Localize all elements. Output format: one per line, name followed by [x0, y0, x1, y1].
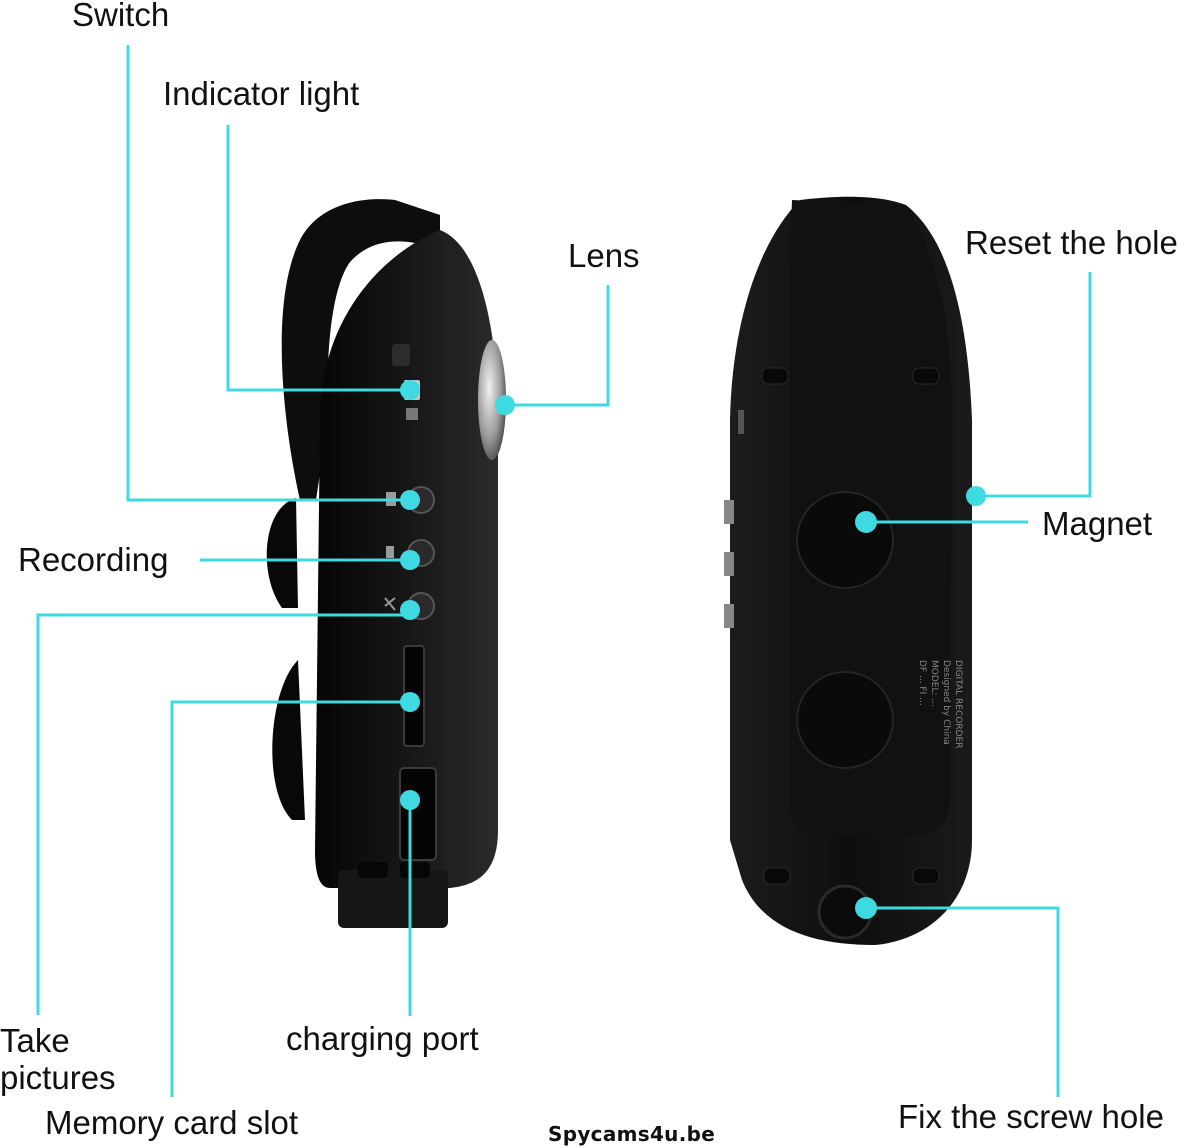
device-print-line-1: DIGITAL RECORDER — [953, 660, 963, 748]
picture-glyph — [384, 597, 396, 611]
indicator-slot — [406, 408, 418, 420]
screw-bottom-left — [763, 867, 791, 885]
label-magnet: Magnet — [1042, 505, 1153, 542]
label-memory-card-slot: Memory card slot — [45, 1104, 299, 1141]
callout-dot-memory-card — [400, 692, 420, 712]
watermark: Spycams4u.be — [548, 1122, 716, 1146]
label-recording: Recording — [18, 541, 169, 578]
callout-line-memory-card — [170, 700, 410, 1097]
label-take-pictures: Take pictures — [0, 1022, 116, 1096]
side-mark-4 — [724, 604, 734, 628]
device-print-line-4: DF ... FI ... — [917, 660, 927, 706]
side-mark-3 — [724, 552, 734, 576]
screw-top-right — [912, 367, 940, 385]
device-print-line-3: MODEL: ... — [929, 660, 939, 707]
callout-line-screw — [866, 906, 1060, 1097]
lens-housing — [478, 340, 506, 460]
vent-left — [358, 862, 388, 878]
device-base — [338, 870, 448, 928]
callout-dot-indicator — [400, 380, 420, 400]
label-lens: Lens — [568, 237, 640, 274]
label-switch: Switch — [72, 0, 170, 33]
recording-glyph — [386, 546, 394, 558]
callout-line-indicator — [226, 125, 410, 392]
magnet-upper — [796, 491, 894, 589]
device-print: DIGITAL RECORDER Designed by China MODEL… — [917, 660, 963, 748]
callout-dot-recording — [400, 550, 420, 570]
callout-dot-magnet — [855, 511, 877, 533]
callout-lines — [36, 45, 1092, 1097]
label-indicator-light: Indicator light — [163, 75, 360, 112]
callout-dot-reset — [966, 486, 986, 506]
callout-line-lens — [505, 285, 610, 407]
charging-port-shape — [399, 767, 437, 861]
label-reset-the-hole: Reset the hole — [965, 224, 1178, 261]
side-view-device — [266, 199, 506, 928]
vent-right — [400, 862, 430, 878]
callout-dot-lens — [495, 395, 515, 415]
callout-dot-take-pictures — [400, 600, 420, 620]
device-print-line-2: Designed by China — [941, 660, 951, 745]
side-bump-upper — [266, 498, 298, 608]
callout-dot-switch — [400, 490, 420, 510]
side-mark-2 — [724, 500, 734, 524]
callout-dot-charging-port — [400, 790, 420, 810]
magnet-lower — [796, 671, 894, 769]
upper-notch — [392, 344, 410, 366]
back-view-device: DIGITAL RECORDER Designed by China MODEL… — [724, 196, 972, 946]
callout-dots — [400, 380, 986, 919]
callout-line-take-pictures — [36, 613, 410, 1015]
side-bump-lower — [272, 660, 305, 820]
label-fix-the-screw-hole: Fix the screw hole — [898, 1098, 1164, 1135]
callout-line-switch — [126, 45, 410, 502]
side-mark-1 — [738, 410, 744, 434]
callout-line-reset — [976, 272, 1092, 498]
callout-dot-screw — [855, 897, 877, 919]
screw-top-left — [761, 367, 789, 385]
label-charging-port: charging port — [286, 1020, 479, 1057]
screw-bottom-right — [912, 867, 940, 885]
